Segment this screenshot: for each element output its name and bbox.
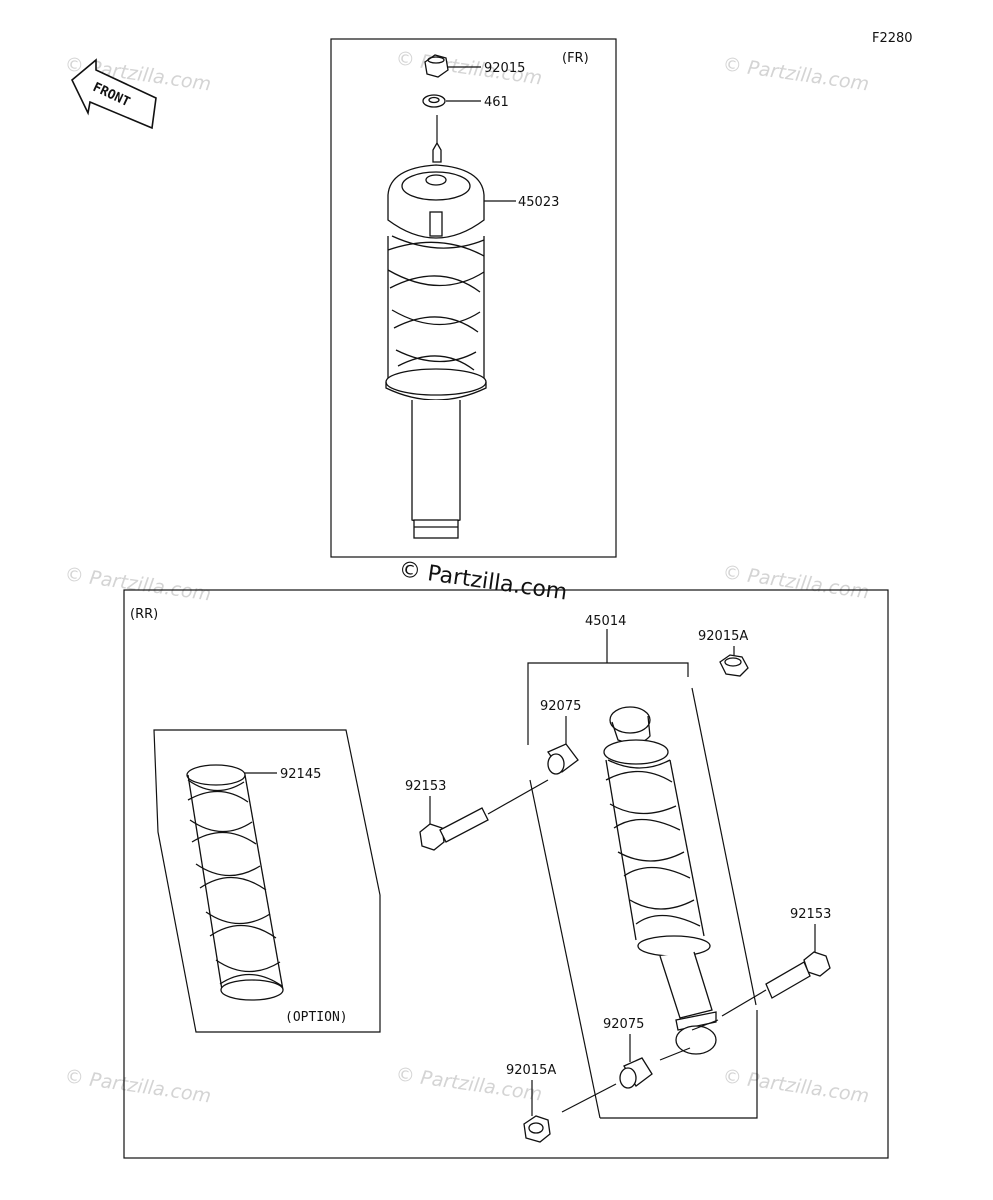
nut-92015a-top: 92015A xyxy=(698,629,749,677)
spring-92145-option: 92145 (OPTION) xyxy=(153,729,381,1033)
watermark: © Partzilla.com xyxy=(721,561,870,603)
front-arrow-icon: FRONT xyxy=(71,58,157,130)
callout-45023: 45023 xyxy=(518,195,559,210)
bushing-92075-top: 92075 xyxy=(540,699,581,775)
watermark: © Partzilla.com xyxy=(721,1065,870,1107)
callout-92153-left: 92153 xyxy=(405,779,446,794)
bolt-92153-right: 92153 xyxy=(721,907,831,1017)
callout-92075-bottom: 92075 xyxy=(603,1017,644,1032)
callout-461: 461 xyxy=(484,95,509,110)
nut-92015: 92015 xyxy=(424,54,525,78)
front-shock-45023: 45023 xyxy=(385,115,559,539)
watermark: © Partzilla.com xyxy=(63,563,212,605)
center-watermark: © Partzilla.com xyxy=(397,557,569,605)
watermark: © Partzilla.com xyxy=(721,53,870,95)
callout-92015a-top: 92015A xyxy=(698,629,748,644)
rear-section-frame xyxy=(123,589,889,1159)
rear-section-label: (RR) xyxy=(130,607,158,622)
nut-92015a-bottom: 92015A xyxy=(506,1063,617,1143)
shock-assembly-bracket: 45014 xyxy=(527,614,758,1119)
bolt-92153-left: 92153 xyxy=(405,779,549,851)
washer-461: 461 xyxy=(422,94,509,110)
rear-shock-body xyxy=(603,706,719,1055)
callout-92153-right: 92153 xyxy=(790,907,831,922)
callout-92145: 92145 xyxy=(280,767,321,782)
callout-92015: 92015 xyxy=(484,61,525,76)
callout-45014: 45014 xyxy=(585,614,626,629)
callout-92075-top: 92075 xyxy=(540,699,581,714)
front-section-label: (FR) xyxy=(562,51,589,66)
option-label: (OPTION) xyxy=(285,1010,348,1025)
front-section-frame xyxy=(330,38,617,558)
callout-92015a-bottom: 92015A xyxy=(506,1063,556,1078)
watermark: © Partzilla.com xyxy=(63,1065,212,1107)
bushing-92075-bottom: 92075 xyxy=(603,1017,691,1089)
figure-code: F2280 xyxy=(872,31,913,46)
